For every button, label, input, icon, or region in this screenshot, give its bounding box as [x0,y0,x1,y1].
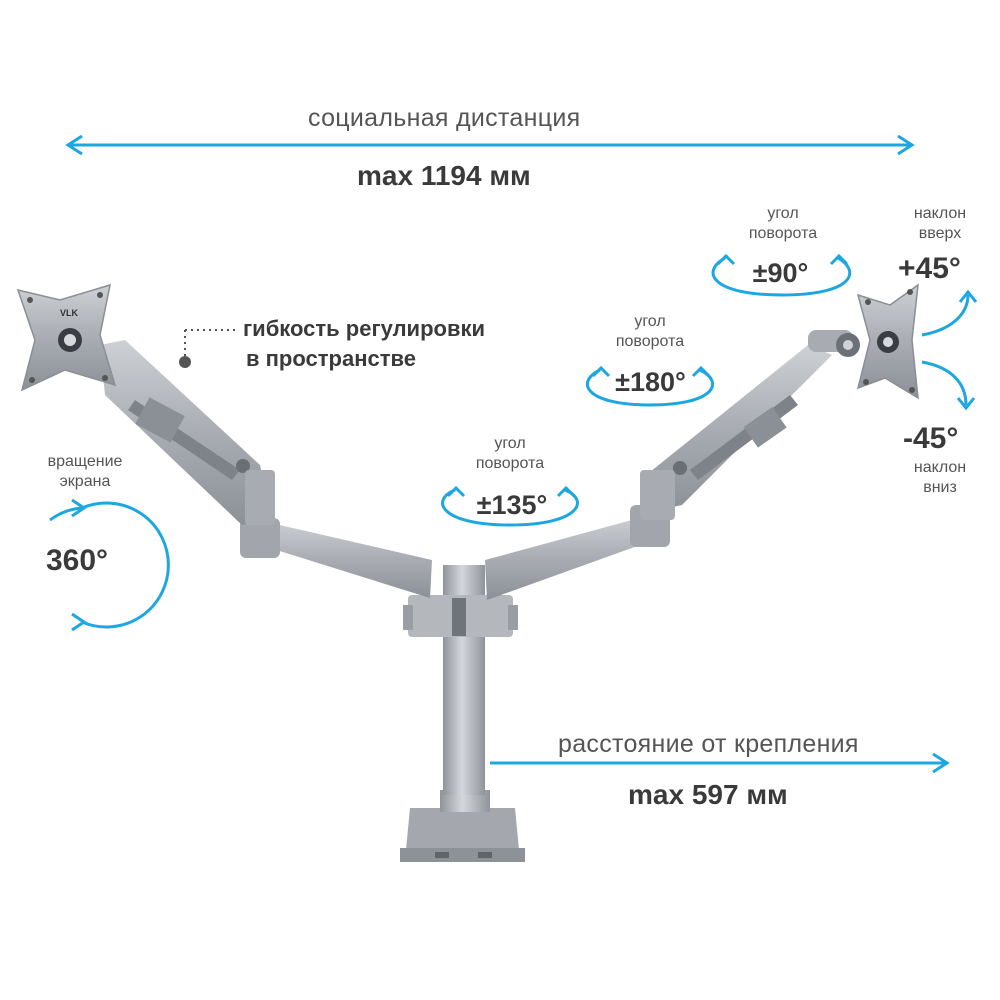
center-swivel-caption: угол поворота [475,435,545,472]
head-swivel-caption: угол поворота [748,205,818,242]
left-lower-arm [240,518,432,598]
rotation-circular-arrow-icon [49,498,170,632]
tilt-down-caption: наклон вниз [913,459,967,496]
head-swivel-arrow-icon [711,253,852,297]
reach-value: max 597 мм [628,779,788,810]
flex-caption-line2: в пространстве [246,346,416,371]
mid-swivel-arrow-icon [586,365,714,407]
left-vesa-plate [16,283,117,392]
center-hub [403,595,518,637]
left-plate-logo: VLK [60,308,79,318]
reach-arrow-icon [490,752,950,774]
rotation-value: 360° [46,544,109,577]
top-double-arrow-icon [65,134,915,156]
mid-swivel-caption: угол поворота [615,313,685,350]
head-swivel-value: ±90° [752,258,809,288]
tilt-up-curved-arrow-icon [921,289,978,337]
center-swivel-value: ±135° [476,490,548,520]
flex-dot-icon [179,329,235,368]
tilt-up-caption: наклон вверх [913,205,967,242]
tilt-up-value: +45° [898,252,961,285]
right-vesa-plate [856,283,919,400]
mid-swivel-value: ±180° [615,367,686,397]
flex-caption-line1: гибкость регулировки [243,316,486,341]
tilt-down-curved-arrow-icon [921,360,976,411]
top-span-caption: социальная дистанция [308,104,581,132]
desk-clamp [400,790,525,862]
center-swivel-arrow-icon [441,485,579,527]
rotation-caption: вращение экрана [47,453,123,490]
reach-caption: расстояние от крепления [558,730,859,758]
right-upper-arm [640,330,860,520]
tilt-down-value: -45° [903,422,959,455]
left-upper-arm [100,340,275,525]
top-span-value: max 1194 мм [357,160,531,191]
